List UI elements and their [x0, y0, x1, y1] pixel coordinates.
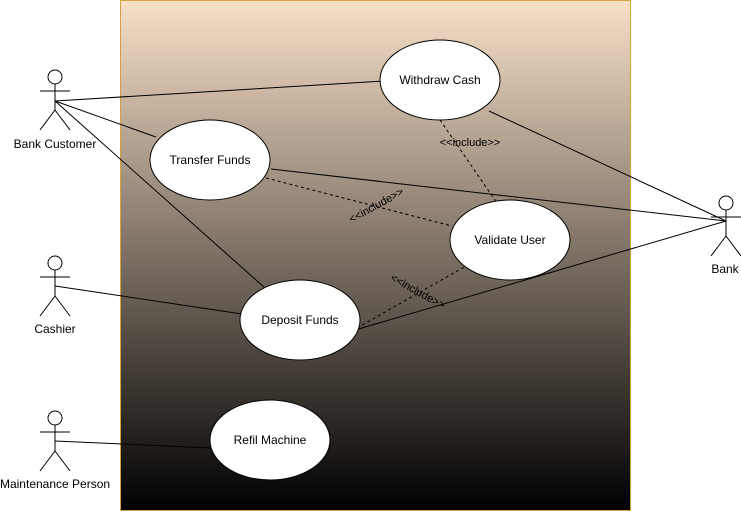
assoc-deposit-bank	[354, 220, 727, 331]
assoc-customer-transfer	[54, 100, 157, 138]
actor-maintenance-person[interactable]	[39, 410, 71, 472]
actor-label-bank-customer: Bank Customer	[14, 137, 97, 151]
actor-label-cashier: Cashier	[34, 322, 75, 336]
assoc-customer-withdraw	[54, 80, 385, 102]
usecase-validate-user[interactable]	[449, 199, 571, 281]
assoc-transfer-bank	[270, 168, 727, 222]
usecase-label-refil: Refil Machine	[234, 433, 307, 447]
actor-label-bank: Bank	[711, 262, 739, 276]
actor-bank[interactable]	[710, 195, 741, 257]
actor-bank-customer[interactable]	[39, 69, 71, 131]
include-label-withdraw: <<include>>	[440, 137, 501, 149]
usecase-label-transfer: Transfer Funds	[170, 153, 251, 167]
usecase-label-withdraw: Withdraw Cash	[399, 73, 480, 87]
assoc-customer-deposit	[54, 100, 266, 289]
actor-label-maintenance-person: Maintenance Person	[0, 477, 110, 491]
usecase-withdraw-cash[interactable]	[379, 39, 501, 121]
include-line-deposit	[356, 265, 467, 329]
usecase-refil-machine[interactable]	[209, 399, 331, 481]
usecase-deposit-funds[interactable]	[239, 279, 361, 361]
usecase-label-validate: Validate User	[474, 233, 545, 247]
usecase-transfer-funds[interactable]	[149, 119, 271, 201]
include-line-transfer	[265, 177, 453, 227]
assoc-maintenance-refil	[54, 440, 212, 449]
assoc-cashier-deposit	[54, 285, 243, 315]
include-line-withdraw	[439, 119, 498, 204]
assoc-withdraw-bank	[488, 110, 727, 222]
usecase-label-deposit: Deposit Funds	[261, 313, 338, 327]
actor-cashier[interactable]	[39, 255, 71, 317]
